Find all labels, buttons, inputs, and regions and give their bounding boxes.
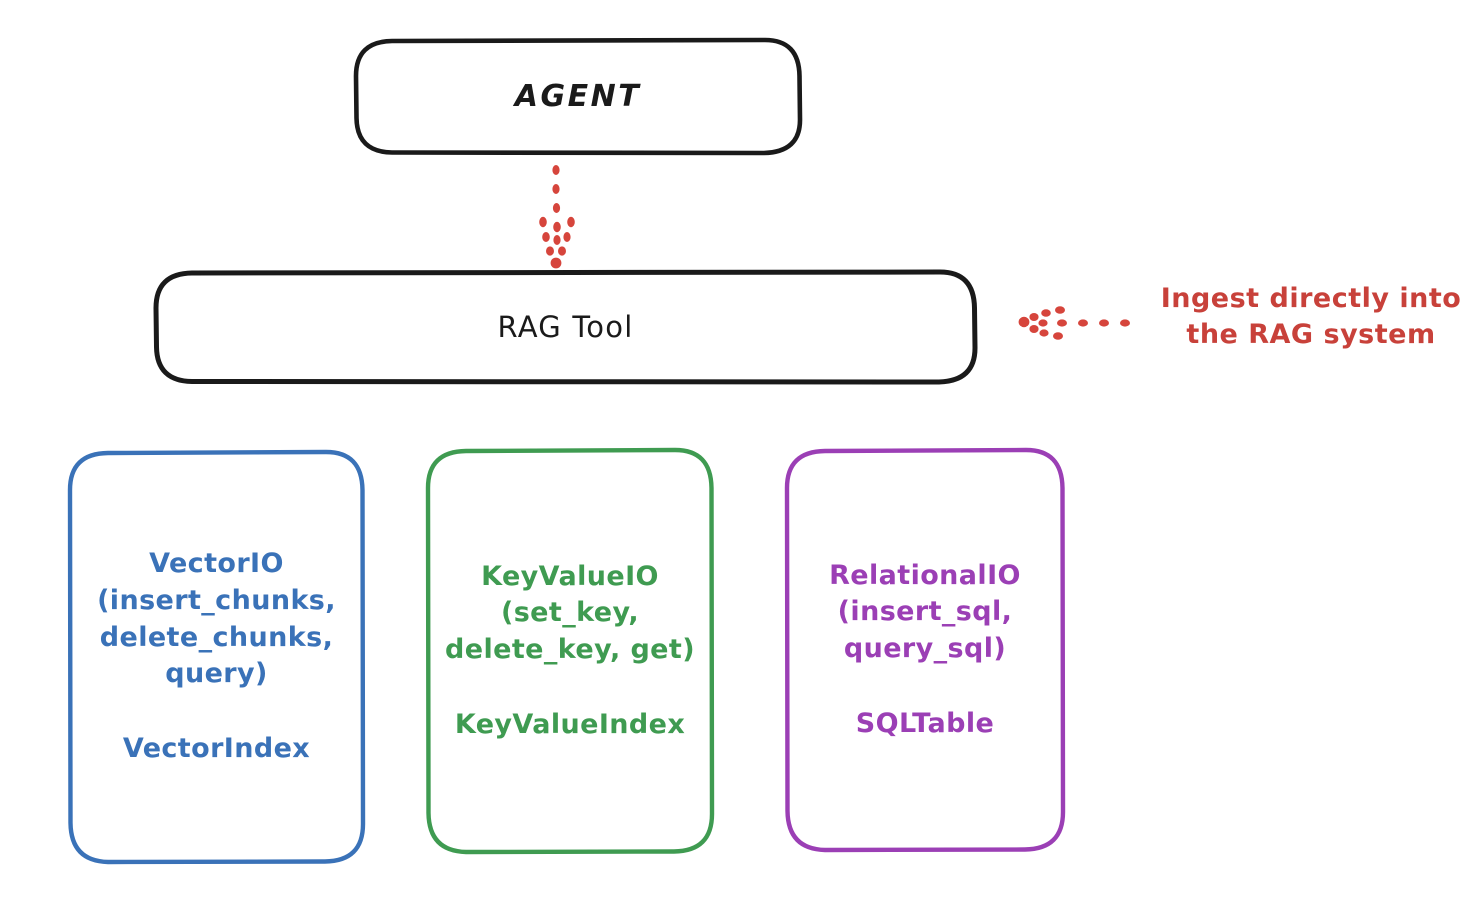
rag-tool-node[interactable]: RAG Tool — [156, 272, 975, 383]
ingest-to-rag-tool-connector — [1018, 306, 1130, 340]
agent-label: AGENT — [514, 79, 642, 115]
ingest-annotation-text: Ingest directly into the RAG system — [1160, 283, 1462, 350]
relational-io-index-label: SQLTable — [855, 707, 995, 739]
key-value-io-api-label: KeyValueIO (set_key, delete_key, get) — [445, 560, 695, 665]
key-value-io-node[interactable]: KeyValueIO (set_key, delete_key, get) Ke… — [428, 450, 712, 852]
relational-io-node[interactable]: RelationalIO (insert_sql, query_sql) SQL… — [787, 450, 1063, 850]
vector-io-index-label: VectorIndex — [122, 733, 311, 765]
agent-to-rag-tool-connector — [539, 165, 575, 269]
relational-io-api-label: RelationalIO (insert_sql, query_sql) — [829, 559, 1021, 664]
agent-node[interactable]: AGENT — [356, 40, 800, 154]
vector-io-node[interactable]: VectorIO (insert_chunks, delete_chunks, … — [70, 452, 363, 862]
vector-io-api-label: VectorIO (insert_chunks, delete_chunks, … — [97, 548, 336, 690]
key-value-io-index-label: KeyValueIndex — [454, 708, 686, 740]
rag-tool-label: RAG Tool — [497, 310, 634, 345]
